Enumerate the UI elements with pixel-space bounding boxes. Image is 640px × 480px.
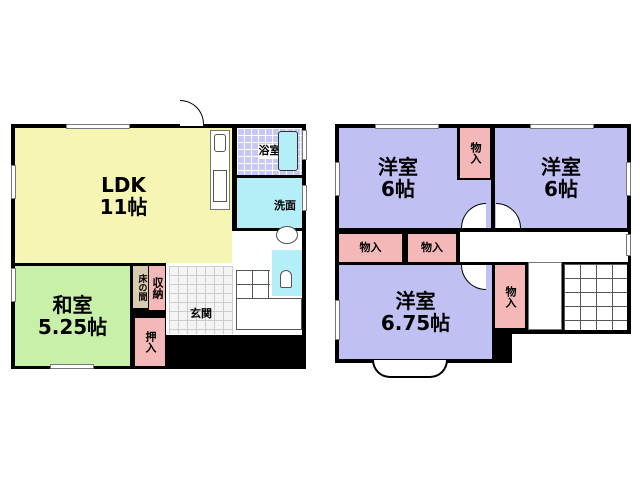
- window: [375, 124, 439, 129]
- closet-top-label: 物入: [469, 142, 483, 164]
- front-door-swing: [180, 100, 204, 126]
- ldk-size: 11帖: [99, 194, 148, 219]
- hallway-floor2-b: [528, 262, 562, 330]
- closet-mid: 物入: [408, 234, 456, 262]
- japanese-room-size: 5.25帖: [37, 315, 108, 339]
- closet-right: 物入: [495, 265, 525, 328]
- tokonoma-label: 床の間: [136, 273, 147, 301]
- room-a-label: 洋室: [378, 155, 418, 179]
- storage: 収納: [149, 266, 165, 310]
- washbasin-icon: [276, 226, 298, 244]
- room-japanese: 和室 5.25帖: [15, 266, 130, 366]
- window: [50, 364, 94, 369]
- ldk-label: LDK: [101, 172, 146, 197]
- room-ldk: LDK 11帖: [15, 128, 232, 263]
- room-c-label: 洋室: [395, 289, 436, 313]
- tokonoma: 床の間: [133, 266, 148, 308]
- closet-label: 押入: [144, 331, 158, 353]
- room-western-b: 洋室 6帖: [495, 128, 627, 228]
- window: [626, 234, 631, 256]
- closet-left: 物入: [339, 234, 402, 262]
- washroom-label: 洗面: [274, 199, 296, 212]
- bay-window: [372, 360, 448, 378]
- bath-label: 浴室: [257, 144, 282, 159]
- toilet-icon: [280, 270, 292, 288]
- window: [626, 162, 631, 196]
- bathtub-icon: [278, 131, 298, 171]
- floor2-plan: 洋室 6帖 物入 洋室 6帖 物入 物入 洋室 6.75帖 物入: [320, 0, 640, 480]
- room-western-a: 洋室 6帖: [339, 128, 457, 228]
- entrance-label: 玄関: [190, 306, 212, 320]
- stairs-landing: [236, 298, 302, 330]
- stairs-floor2: [564, 264, 627, 330]
- room-a-size: 6帖: [381, 177, 415, 201]
- room-b-label: 洋室: [541, 155, 581, 179]
- closet-mid-label: 物入: [421, 240, 443, 254]
- window: [302, 185, 307, 211]
- closet-right-label: 物入: [504, 285, 518, 308]
- window: [11, 268, 16, 302]
- closet-top: 物入: [460, 128, 490, 178]
- japanese-room-label: 和室: [52, 293, 93, 317]
- sink-icon: [213, 170, 227, 202]
- room-c-size: 6.75帖: [380, 311, 451, 335]
- room-washroom: 洗面: [237, 178, 302, 228]
- window: [530, 124, 594, 129]
- window: [335, 162, 340, 196]
- stove-icon: [214, 134, 226, 152]
- window: [302, 130, 307, 160]
- window: [66, 124, 130, 129]
- closet-left-label: 物入: [359, 240, 382, 254]
- closet-oshiire: 押入: [135, 318, 165, 366]
- room-b-size: 6帖: [544, 177, 578, 201]
- window: [335, 300, 340, 340]
- storage-label: 収納: [151, 277, 165, 299]
- floor1-plan: LDK 11帖 浴室 洗面 玄関 和室 5.25帖 床の間 収納 押入: [11, 100, 307, 369]
- hallway-floor2: [460, 232, 628, 262]
- room-entrance: 玄関: [169, 266, 233, 334]
- window: [11, 165, 16, 199]
